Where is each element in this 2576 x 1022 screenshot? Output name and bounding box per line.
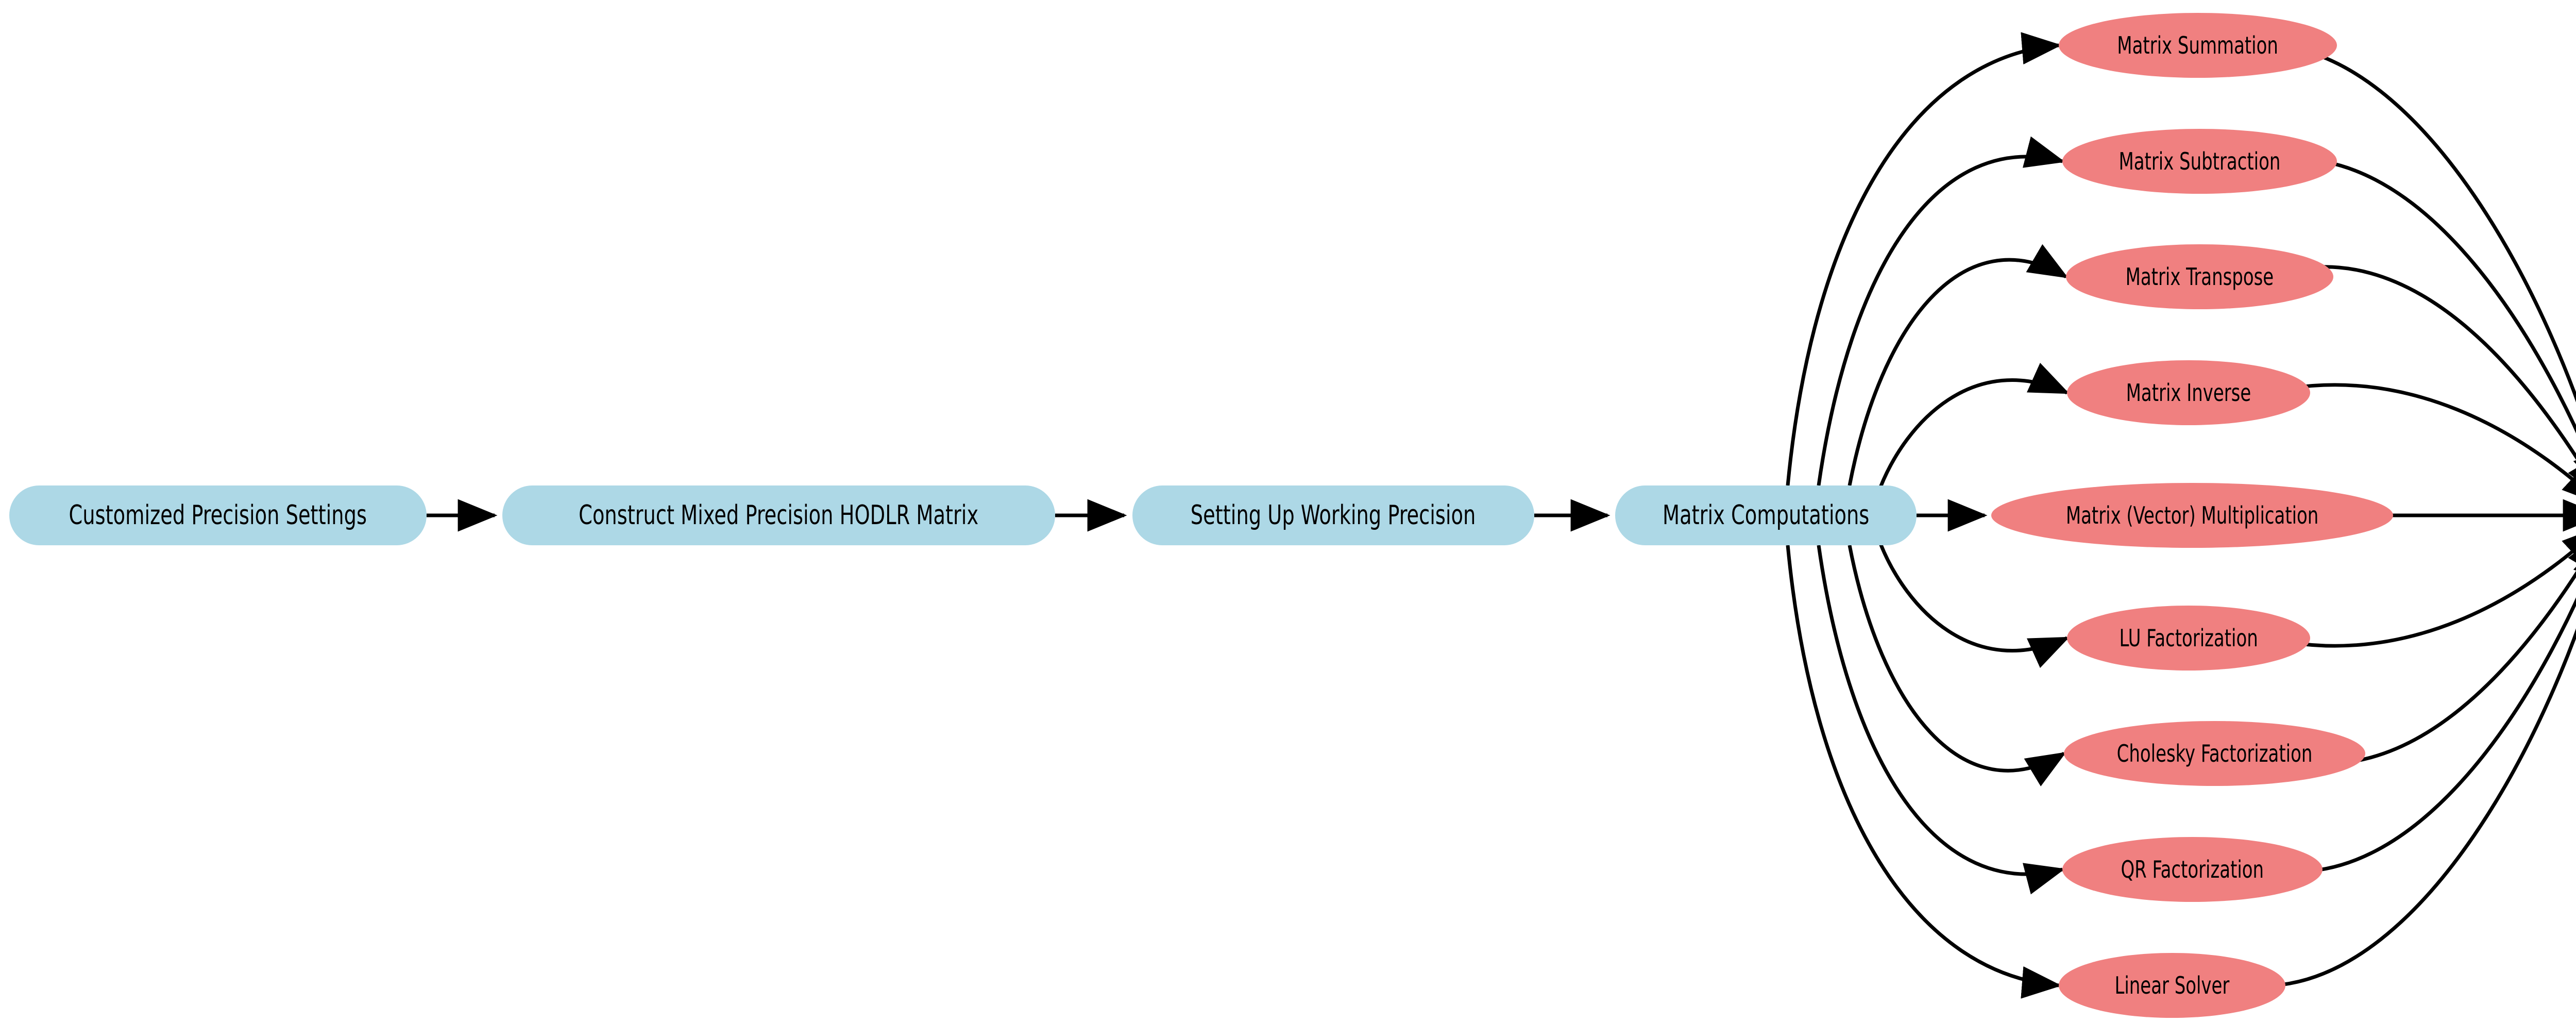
edge-computations-to-lu [1878, 543, 2070, 668]
node-linear-solver[interactable]: Linear Solver [2059, 953, 2285, 1018]
node-label: Matrix Inverse [2126, 378, 2251, 407]
node-label: Matrix Computations [1662, 499, 1870, 531]
node-label: Matrix Summation [2117, 31, 2279, 59]
edge-computations-to-subtraction [1817, 136, 2065, 486]
node-matrix-computations[interactable]: Matrix Computations [1615, 485, 1917, 545]
node-cholesky-factorization[interactable]: Cholesky Factorization [2064, 721, 2365, 786]
edge-computations-to-cholesky [1848, 545, 2066, 786]
edge-lu-to-results [2266, 526, 2576, 648]
node-label: Cholesky Factorization [2116, 739, 2313, 767]
node-matrix-subtraction[interactable]: Matrix Subtraction [2062, 129, 2337, 194]
node-lu-factorization[interactable]: LU Factorization [2067, 606, 2310, 671]
node-setting-up-working-precision[interactable]: Setting Up Working Precision [1132, 485, 1534, 545]
node-label: Construct Mixed Precision HODLR Matrix [579, 499, 979, 531]
edge-subtraction-to-results [2270, 157, 2576, 493]
edge-computations-to-summation [1786, 32, 2062, 486]
edge-qr-to-results [2270, 538, 2576, 874]
node-label: Customized Precision Settings [69, 499, 367, 531]
edge-computations-to-linear-solver [1786, 545, 2062, 999]
node-label: Matrix Subtraction [2119, 147, 2281, 175]
edge-group-fanout [1786, 32, 2070, 999]
edge-transpose-to-results [2266, 265, 2576, 499]
edge-summation-to-results [2274, 43, 2576, 403]
node-label: Linear Solver [2114, 971, 2230, 999]
node-label: Matrix (Vector) Multiplication [2065, 501, 2319, 529]
node-label: QR Factorization [2121, 855, 2264, 883]
edge-computations-to-inverse [1878, 362, 2070, 488]
node-matrix-inverse[interactable]: Matrix Inverse [2067, 360, 2310, 425]
node-matrix-summation[interactable]: Matrix Summation [2059, 13, 2337, 78]
edge-computations-to-qr [1817, 545, 2065, 895]
node-construct-mixed-precision-hodlr-matrix[interactable]: Construct Mixed Precision HODLR Matrix [502, 485, 1055, 545]
node-label: Setting Up Working Precision [1191, 499, 1476, 531]
node-label: LU Factorization [2119, 624, 2258, 652]
edge-linear-solver-to-results [2274, 628, 2576, 987]
edge-inverse-to-results [2266, 383, 2576, 505]
node-label: Matrix Transpose [2125, 262, 2274, 291]
node-matrix-vector-multiplication[interactable]: Matrix (Vector) Multiplication [1991, 483, 2393, 548]
node-matrix-transpose[interactable]: Matrix Transpose [2066, 244, 2333, 309]
edge-computations-to-transpose [1848, 244, 2069, 486]
node-qr-factorization[interactable]: QR Factorization [2062, 837, 2323, 902]
node-customized-precision-settings[interactable]: Customized Precision Settings [9, 485, 427, 545]
